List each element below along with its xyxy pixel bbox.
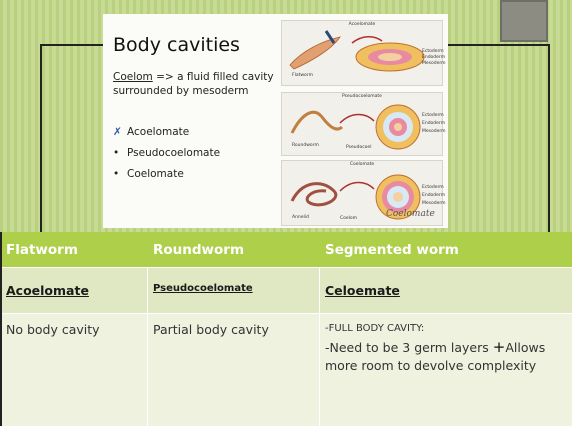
layer-label: Mesoderm bbox=[422, 129, 446, 134]
comparison-table: Flatworm Roundworm Segmented worm Acoelo… bbox=[0, 232, 572, 426]
organism-label: Roundworm bbox=[292, 143, 319, 148]
type-pseudocoelomate: Pseudocoelomate bbox=[147, 267, 319, 313]
diagram-panel-coelomate: Coelomate Annelid Coelom Ectoderm Endode… bbox=[281, 160, 443, 226]
layer-label: Ectoderm bbox=[422, 49, 444, 54]
list-item-text: Pseudocoelomate bbox=[127, 147, 220, 159]
diagram-panel-acoelomate: Acoelomate Flatworm Ectoderm Endoderm Me… bbox=[281, 20, 443, 86]
type-celoemate: Celoemate bbox=[319, 267, 572, 313]
organism-label: Flatworm bbox=[292, 73, 313, 78]
list-item: •Pseudocoelomate bbox=[113, 143, 220, 164]
slide-image: Body cavities Coelom => a fluid filled c… bbox=[103, 14, 448, 228]
list-item: •Coelomate bbox=[113, 164, 220, 185]
column-divider bbox=[319, 267, 320, 426]
header-roundworm: Roundworm bbox=[147, 232, 319, 267]
frame-left-line bbox=[40, 44, 42, 232]
bullet-icon: • bbox=[113, 164, 127, 185]
bullet-icon: • bbox=[113, 143, 127, 164]
definition-term: Coelom bbox=[113, 71, 153, 83]
frame-right-line bbox=[448, 44, 549, 46]
left-edge-line bbox=[0, 232, 2, 426]
organism-label: Annelid bbox=[292, 215, 309, 220]
row-divider bbox=[0, 313, 572, 314]
diagram-panel-pseudocoelomate: Pseudocoelomate Roundworm Pseudocoel Ect… bbox=[281, 92, 443, 156]
frame-top-line bbox=[40, 44, 103, 46]
slide-title: Body cavities bbox=[113, 34, 240, 56]
layer-label: Endoderm bbox=[422, 193, 445, 198]
column-divider bbox=[147, 267, 148, 426]
layer-label: Ectoderm bbox=[422, 185, 444, 190]
layer-label: Ectoderm bbox=[422, 113, 444, 118]
description-segmented-worm: -FULL BODY CAVITY: -Need to be 3 germ la… bbox=[319, 313, 572, 426]
type-acoelomate: Acoelomate bbox=[0, 267, 147, 313]
description-roundworm: Partial body cavity bbox=[147, 313, 319, 426]
cavity-list: ✗Acoelomate •Pseudocoelomate •Coelomate bbox=[113, 122, 220, 185]
slide-definition: Coelom => a fluid filled cavity surround… bbox=[113, 70, 283, 98]
cavity-label: Pseudocoel bbox=[346, 145, 371, 150]
plus-handwritten: + bbox=[493, 338, 506, 356]
list-item: ✗Acoelomate bbox=[113, 122, 220, 143]
layer-label: Mesoderm bbox=[422, 61, 446, 66]
layer-label: Endoderm bbox=[422, 55, 445, 60]
layer-label: Endoderm bbox=[422, 121, 445, 126]
cavity-label: Coelom bbox=[340, 216, 357, 221]
description-line: -Need to be 3 germ layers +Allows more r… bbox=[325, 338, 572, 375]
row-divider bbox=[0, 267, 572, 268]
corner-decoration bbox=[500, 0, 548, 42]
description-line2: -Need to be 3 germ layers bbox=[325, 340, 489, 355]
cross-mark-icon: ✗ bbox=[113, 122, 127, 143]
header-flatworm: Flatworm bbox=[0, 232, 147, 267]
list-item-text: Coelomate bbox=[127, 168, 184, 180]
header-segmented-worm: Segmented worm bbox=[319, 232, 572, 267]
layer-label: Mesoderm bbox=[422, 201, 446, 206]
description-line: -FULL BODY CAVITY: bbox=[325, 323, 572, 334]
handwritten-note: Coelomate bbox=[386, 209, 435, 219]
list-item-text: Acoelomate bbox=[127, 126, 189, 138]
frame-right-vline bbox=[548, 44, 550, 232]
description-flatworm: No body cavity bbox=[0, 313, 147, 426]
